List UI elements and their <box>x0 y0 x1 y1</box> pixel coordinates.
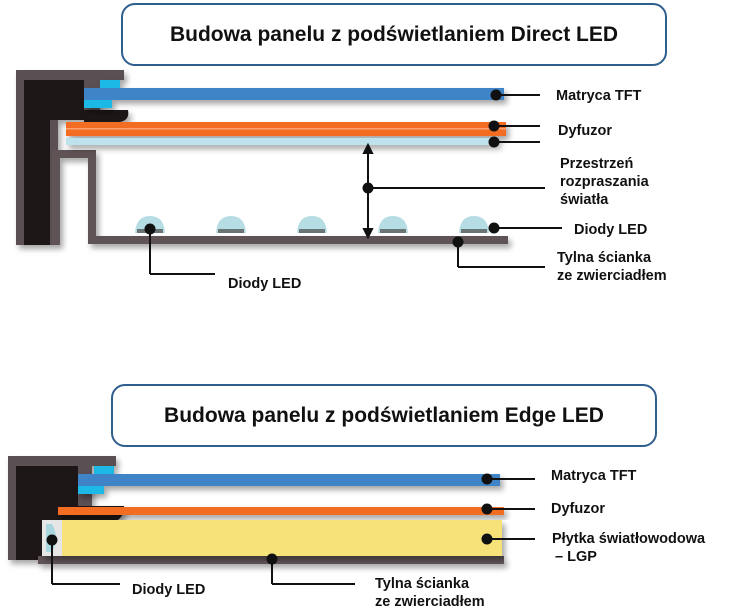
label-leds-bottom: Diody LED <box>132 582 206 598</box>
back-wall <box>52 150 508 245</box>
led-diode <box>216 216 246 233</box>
diffuser <box>58 507 504 515</box>
direct-led-diagram <box>16 70 562 275</box>
tft-matrix <box>78 466 500 494</box>
label-tft-matrix: Matryca TFT <box>556 88 642 104</box>
label-diffuser: Dyfuzor <box>558 123 612 139</box>
label-leds-right: Diody LED <box>574 222 648 238</box>
tft-matrix <box>84 80 504 108</box>
label-lgp: Płytka światłowodowa – LGP <box>552 531 706 565</box>
label-diffuser: Dyfuzor <box>551 501 605 517</box>
leader-lines <box>144 89 562 275</box>
led-diode <box>378 216 408 233</box>
edge-led-title: Budowa panelu z podświetlaniem Edge LED <box>111 384 657 447</box>
frame-bezel <box>16 70 508 245</box>
label-tft-matrix: Matryca TFT <box>551 468 637 484</box>
label-back-wall: Tylna ścianka ze zwierciadłem <box>375 576 485 610</box>
label-back-wall: Tylna ścianka ze zwierciadłem <box>557 250 667 284</box>
edge-led-diagram <box>8 456 535 585</box>
led-diode <box>297 216 327 233</box>
label-leds-bottom: Diody LED <box>228 276 302 292</box>
diffuser <box>66 122 506 145</box>
led-row <box>135 216 489 233</box>
led-diode <box>459 216 489 233</box>
leader-lines <box>46 473 535 585</box>
diffuser-sheet <box>66 138 498 145</box>
light-guide-plate <box>42 520 502 556</box>
direct-led-title: Budowa panelu z podświetlaniem Direct LE… <box>121 3 667 66</box>
label-scatter-space: Przestrzeń rozpraszania światła <box>560 156 649 208</box>
